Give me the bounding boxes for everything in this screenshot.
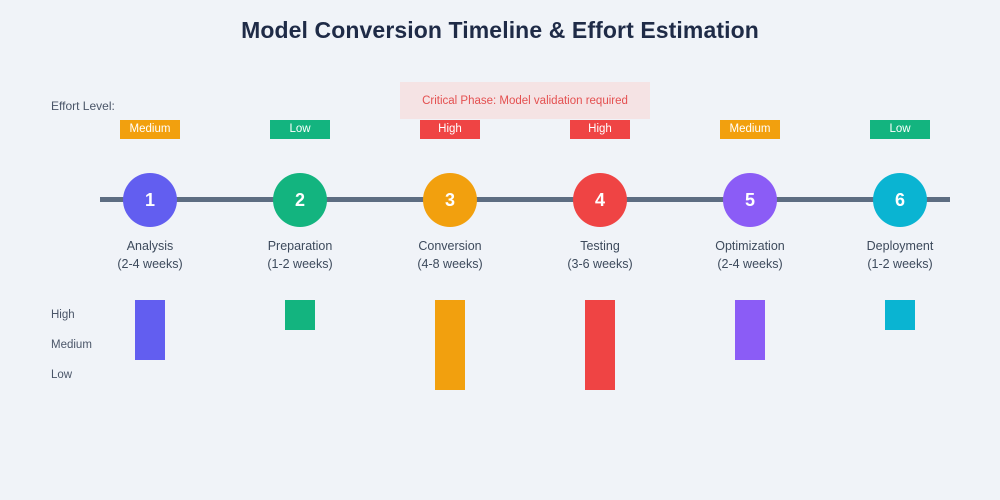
effort-bar-optimization bbox=[735, 300, 765, 360]
milestone-node-6[interactable]: 6 bbox=[873, 173, 927, 227]
effort-level-legend-label: Effort Level: bbox=[51, 99, 115, 113]
stage-duration: (1-2 weeks) bbox=[267, 257, 333, 271]
effort-bar-testing bbox=[585, 300, 615, 390]
stage-caption-preparation: Preparation (1-2 weeks) bbox=[220, 237, 380, 273]
effort-badge-analysis: Medium bbox=[120, 120, 180, 139]
critical-phase-annotation: Critical Phase: Model validation require… bbox=[400, 82, 650, 119]
effort-badge-testing: High bbox=[570, 120, 630, 139]
axis-label-low: Low bbox=[51, 369, 73, 381]
stage-caption-optimization: Optimization (2-4 weeks) bbox=[670, 237, 830, 273]
effort-badge-preparation: Low bbox=[270, 120, 330, 139]
stage-name: Analysis bbox=[126, 239, 174, 253]
page-title: Model Conversion Timeline & Effort Estim… bbox=[241, 17, 759, 43]
timeline-axis-line bbox=[100, 197, 950, 202]
stage-caption-analysis: Analysis (2-4 weeks) bbox=[70, 237, 230, 273]
stage-duration: (4-8 weeks) bbox=[417, 257, 483, 271]
stage-duration: (3-6 weeks) bbox=[567, 257, 633, 271]
milestone-node-2[interactable]: 2 bbox=[273, 173, 327, 227]
stage-duration: (2-4 weeks) bbox=[717, 257, 783, 271]
stage-name: Testing bbox=[580, 239, 620, 253]
effort-badge-conversion: High bbox=[420, 120, 480, 139]
effort-bar-deployment bbox=[885, 300, 915, 330]
axis-label-medium: Medium bbox=[51, 339, 92, 351]
stage-name: Optimization bbox=[715, 239, 785, 253]
effort-bar-preparation bbox=[285, 300, 315, 330]
stage-name: Deployment bbox=[866, 239, 934, 253]
stage-name: Preparation bbox=[267, 239, 333, 253]
critical-phase-annotation-text: Critical Phase: Model validation require… bbox=[422, 94, 628, 107]
milestone-node-5[interactable]: 5 bbox=[723, 173, 777, 227]
stage-caption-conversion: Conversion (4-8 weeks) bbox=[370, 237, 530, 273]
effort-bar-analysis bbox=[135, 300, 165, 360]
axis-label-high: High bbox=[51, 309, 75, 321]
effort-bar-conversion bbox=[435, 300, 465, 390]
stage-duration: (2-4 weeks) bbox=[117, 257, 183, 271]
stage-caption-testing: Testing (3-6 weeks) bbox=[520, 237, 680, 273]
milestone-node-4[interactable]: 4 bbox=[573, 173, 627, 227]
effort-badge-deployment: Low bbox=[870, 120, 930, 139]
stage-duration: (1-2 weeks) bbox=[867, 257, 933, 271]
milestone-node-3[interactable]: 3 bbox=[423, 173, 477, 227]
stage-caption-deployment: Deployment (1-2 weeks) bbox=[820, 237, 980, 273]
stage-name: Conversion bbox=[418, 239, 482, 253]
milestone-node-1[interactable]: 1 bbox=[123, 173, 177, 227]
effort-badge-optimization: Medium bbox=[720, 120, 780, 139]
